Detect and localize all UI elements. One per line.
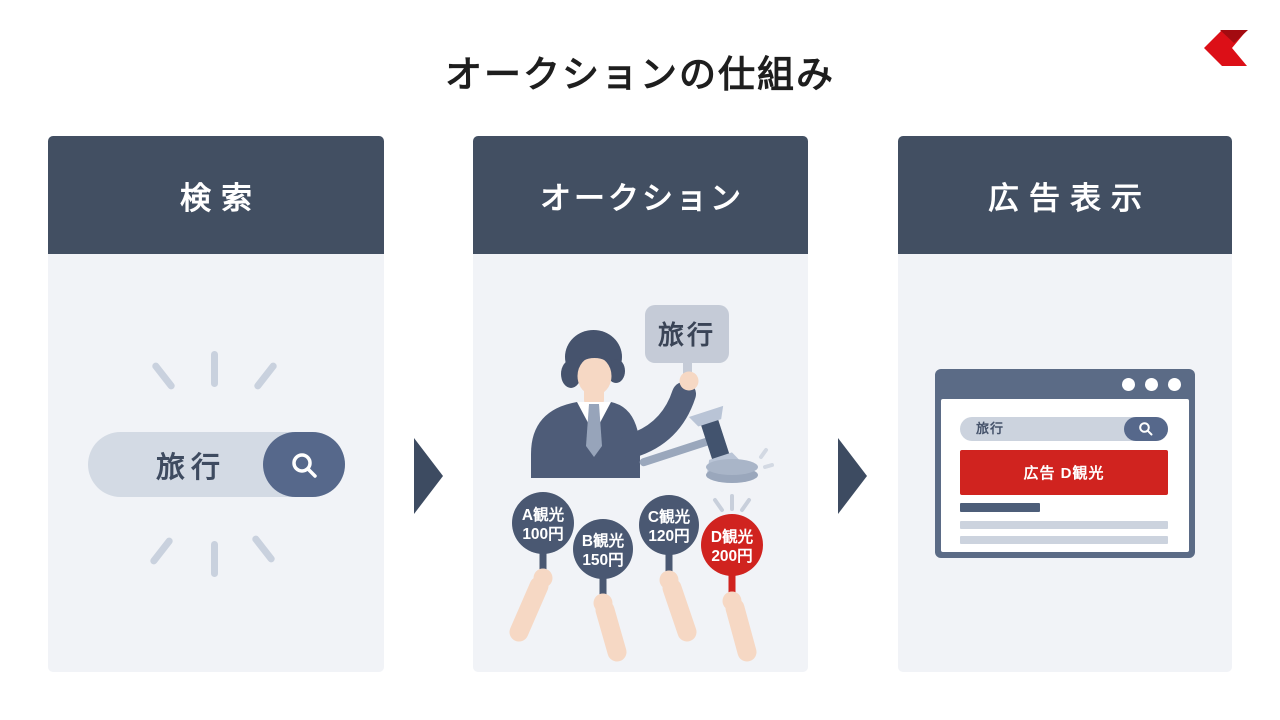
emphasis-line <box>252 361 279 391</box>
search-query-text: 旅行 <box>155 451 226 484</box>
browser-window: 旅行 広告 D観光 <box>935 369 1195 558</box>
window-dot-icon <box>1145 378 1158 391</box>
panel-auction-body: 旅行 <box>473 254 808 672</box>
search-button <box>263 432 345 497</box>
flow-arrow-icon <box>838 438 867 514</box>
paddle-bidder: B観光 <box>582 531 625 550</box>
panel-search-body: 旅行 <box>48 254 384 672</box>
browser-search-bar: 旅行 <box>960 417 1168 441</box>
paddle-bidder: C観光 <box>648 507 691 526</box>
paddle-price: 120円 <box>648 527 689 545</box>
page-title: オークションの仕組み <box>445 54 835 95</box>
suit-body <box>531 402 640 478</box>
hand <box>679 371 699 391</box>
raised-arm <box>619 382 696 458</box>
window-dot-icon <box>1122 378 1135 391</box>
browser-search-query: 旅行 <box>976 421 1005 436</box>
flow-arrow-icon <box>414 438 443 514</box>
panel-ad-header: 広告表示 <box>898 136 1232 254</box>
face <box>577 356 612 396</box>
emphasis-line <box>148 536 175 566</box>
keyword-sign-label: 旅行 <box>658 320 716 350</box>
paddle-bidder: A観光 <box>522 505 565 524</box>
paddle-price: 150円 <box>582 551 623 569</box>
window-dot-icon <box>1168 378 1181 391</box>
bid-paddle-c: C観光 120円 <box>639 495 699 642</box>
paddle-price: 200円 <box>711 547 752 565</box>
gavel-icon <box>639 405 774 483</box>
bid-paddle-a: A観光 100円 <box>509 492 574 642</box>
panel-ad-display: 広告表示 旅行 広告 D観光 <box>898 136 1232 672</box>
search-icon <box>292 452 317 478</box>
browser-search-button <box>1124 417 1168 441</box>
result-title-line <box>960 503 1040 512</box>
emphasis-line <box>713 498 724 512</box>
search-bar: 旅行 <box>88 432 345 497</box>
panel-auction-header: オークション <box>473 136 808 254</box>
ad-result-banner: 広告 D観光 <box>960 450 1168 495</box>
emphasis-line <box>211 351 218 387</box>
result-text-line <box>960 521 1168 529</box>
result-text-line <box>960 536 1168 544</box>
panel-search: 検索 旅行 <box>48 136 384 672</box>
search-icon <box>1139 422 1153 436</box>
browser-window-dots <box>1122 378 1181 391</box>
panel-auction: オークション 旅行 <box>473 136 808 672</box>
panel-search-header: 検索 <box>48 136 384 254</box>
paddle-price: 100円 <box>522 525 563 543</box>
brand-logo-icon <box>1204 30 1248 66</box>
tie <box>586 404 602 457</box>
emphasis-line <box>250 534 277 564</box>
browser-content: 旅行 広告 D観光 <box>941 399 1189 552</box>
hair-fringe <box>577 352 612 368</box>
auctioneer-person <box>531 330 699 478</box>
keyword-sign: 旅行 <box>645 305 729 382</box>
emphasis-line <box>740 498 751 512</box>
emphasis-line <box>150 361 177 391</box>
bid-paddle-b: B観光 150円 <box>573 519 633 662</box>
emphasis-line <box>211 541 218 577</box>
bid-paddle-d-winner: D観光 200円 <box>701 494 763 662</box>
paddle-bidder: D観光 <box>711 527 754 546</box>
panel-ad-body: 旅行 広告 D観光 <box>898 254 1232 672</box>
auctioneer-illustration: 旅行 <box>509 305 774 662</box>
